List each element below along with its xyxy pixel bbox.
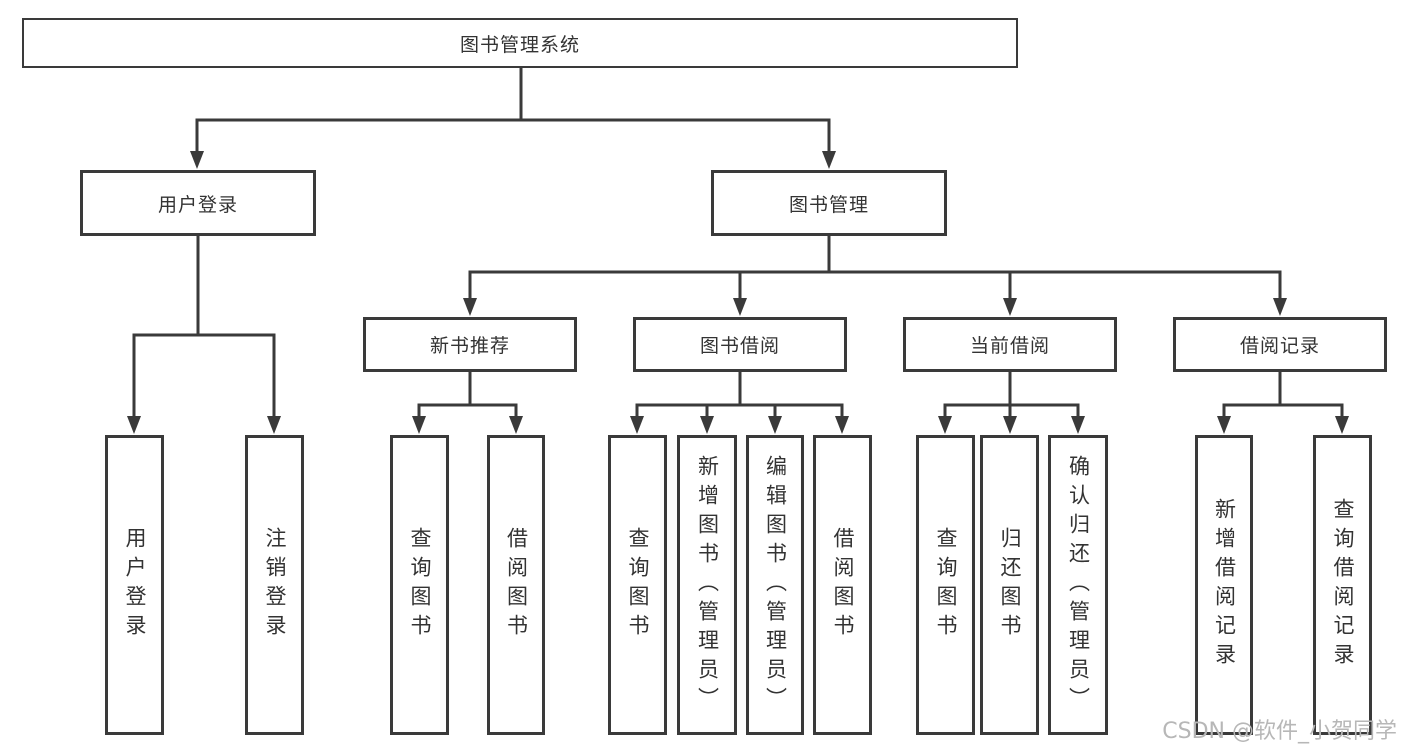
- arrowhead-icon: [835, 416, 849, 434]
- node-label: 用户登录: [157, 193, 238, 216]
- leaf-query-books-current: 查询图书: [916, 435, 975, 735]
- leaf-borrow-books: 借阅图书: [813, 435, 872, 735]
- arrowhead-icon: [127, 416, 141, 434]
- node-label: 新增借阅记录: [1212, 498, 1237, 672]
- leaf-edit-books-admin: 编辑图书（管理员）: [746, 435, 804, 735]
- node-book-management: 图书管理: [711, 170, 947, 236]
- arrowhead-icon: [509, 416, 523, 434]
- node-book-borrow: 图书借阅: [633, 317, 847, 372]
- arrowhead-icon: [267, 416, 281, 434]
- arrowhead-icon: [190, 151, 204, 169]
- node-label: 图书借阅: [699, 335, 780, 357]
- node-label: 查询图书: [626, 527, 650, 643]
- node-current-borrow: 当前借阅: [903, 317, 1117, 372]
- csdn-watermark: CSDN @软件_小贺同学: [1162, 719, 1397, 744]
- arrowhead-icon: [463, 298, 477, 316]
- arrowhead-icon: [1003, 416, 1017, 434]
- arrowhead-icon: [1071, 416, 1085, 434]
- arrowhead-icon: [1335, 416, 1349, 434]
- node-label: 归还图书: [998, 527, 1022, 643]
- node-label: 图书管理: [788, 193, 869, 216]
- connector-root-to-level2: [190, 68, 836, 169]
- arrowhead-icon: [822, 151, 836, 169]
- node-label: 查询图书: [408, 527, 432, 643]
- leaf-add-books-admin: 新增图书（管理员）: [677, 435, 737, 735]
- node-label: 借阅图书: [831, 527, 855, 643]
- leaf-confirm-return-admin: 确认归还（管理员）: [1048, 435, 1108, 735]
- connector-book-management-branch: [463, 236, 1287, 316]
- arrowhead-icon: [733, 298, 747, 316]
- connector-current-borrow-branch: [938, 372, 1085, 434]
- connector-borrow-records-branch: [1217, 372, 1349, 434]
- node-label: 注销登录: [263, 527, 287, 643]
- node-label: 编辑图书（管理员）: [763, 454, 788, 716]
- node-label: 借阅图书: [504, 527, 529, 643]
- node-label: 新增图书（管理员）: [695, 454, 720, 716]
- node-label: 查询借阅记录: [1331, 498, 1355, 672]
- leaf-add-borrow-record: 新增借阅记录: [1195, 435, 1253, 735]
- node-label: 图书管理系统: [459, 33, 580, 56]
- node-label: 确认归还（管理员）: [1066, 454, 1091, 716]
- leaf-query-borrow-record: 查询借阅记录: [1313, 435, 1372, 735]
- node-label: 新书推荐: [429, 335, 510, 357]
- leaf-query-books-recommend: 查询图书: [390, 435, 449, 735]
- arrowhead-icon: [1273, 298, 1287, 316]
- connector-book-borrow-branch: [630, 372, 849, 434]
- node-label: 借阅记录: [1239, 335, 1320, 357]
- leaf-return-books: 归还图书: [980, 435, 1039, 735]
- node-library-management-system: 图书管理系统: [22, 18, 1018, 68]
- connector-new-book-recommend-branch: [412, 372, 523, 434]
- leaf-query-books-borrow: 查询图书: [608, 435, 667, 735]
- node-user-login: 用户登录: [80, 170, 316, 236]
- arrowhead-icon: [938, 416, 952, 434]
- node-new-book-recommend: 新书推荐: [363, 317, 577, 372]
- connector-user-login-branch: [127, 236, 281, 434]
- leaf-logout: 注销登录: [245, 435, 304, 735]
- node-label: 当前借阅: [969, 335, 1050, 357]
- arrowhead-icon: [768, 416, 782, 434]
- arrowhead-icon: [630, 416, 644, 434]
- node-label: 查询图书: [934, 527, 958, 643]
- arrowhead-icon: [1003, 298, 1017, 316]
- node-borrow-records: 借阅记录: [1173, 317, 1387, 372]
- arrowhead-icon: [1217, 416, 1231, 434]
- leaf-user-login: 用户登录: [105, 435, 164, 735]
- arrowhead-icon: [412, 416, 426, 434]
- arrowhead-icon: [700, 416, 714, 434]
- node-label: 用户登录: [123, 527, 147, 643]
- leaf-borrow-books-recommend: 借阅图书: [487, 435, 545, 735]
